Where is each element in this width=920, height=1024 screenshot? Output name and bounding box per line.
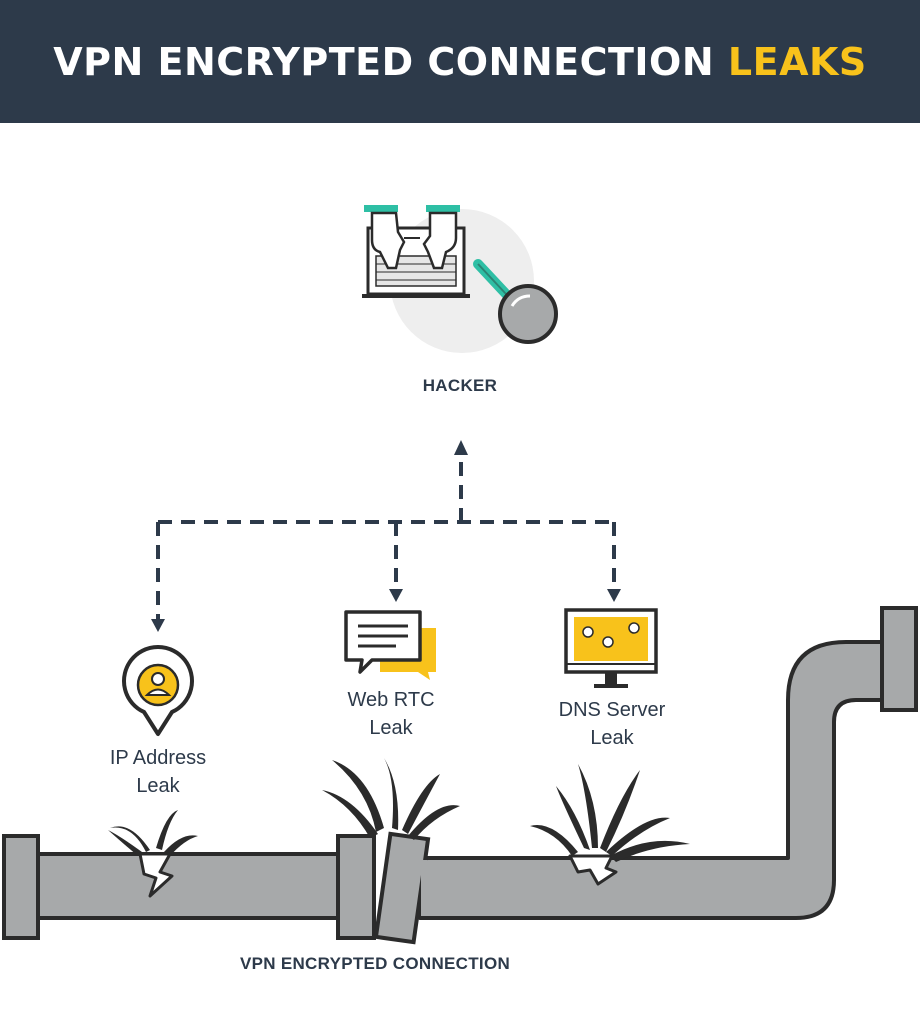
arrow-icon	[151, 440, 621, 632]
webrtc-leak-line-2: Leak	[369, 717, 413, 739]
leak-diagram	[2, 205, 918, 945]
monitor-map-icon	[564, 608, 658, 688]
title-accent: LEAKS	[727, 39, 867, 84]
webrtc-leak-label: Web RTC Leak	[311, 686, 471, 742]
hands-icon	[364, 205, 460, 270]
ip-leak-line-2: Leak	[136, 775, 180, 797]
chat-bubble-icon	[344, 610, 436, 680]
pipe-label: VPN ENCRYPTED CONNECTION	[239, 954, 511, 973]
webrtc-leak-line-1: Web RTC	[347, 689, 435, 711]
dns-leak-line-2: Leak	[590, 727, 634, 749]
dns-leak-line-1: DNS Server	[558, 699, 666, 721]
hacker-icon	[362, 205, 558, 353]
leak-splash-icon	[108, 758, 690, 862]
title-main: VPN ENCRYPTED CONNECTION	[53, 39, 715, 84]
vpn-pipe	[2, 606, 918, 945]
dns-leak-label: DNS Server Leak	[532, 696, 692, 752]
page-title: VPN ENCRYPTED CONNECTION LEAKS	[53, 40, 867, 84]
magnifier-icon	[473, 259, 558, 344]
location-pin-icon	[122, 645, 194, 736]
connector-lines	[156, 456, 616, 622]
pipe-cracks	[138, 852, 618, 898]
ip-leak-line-1: IP Address	[109, 747, 207, 769]
ip-leak-label: IP Address Leak	[78, 744, 238, 800]
header-banner: VPN ENCRYPTED CONNECTION LEAKS	[0, 0, 920, 123]
hacker-label: HACKER	[422, 376, 498, 395]
